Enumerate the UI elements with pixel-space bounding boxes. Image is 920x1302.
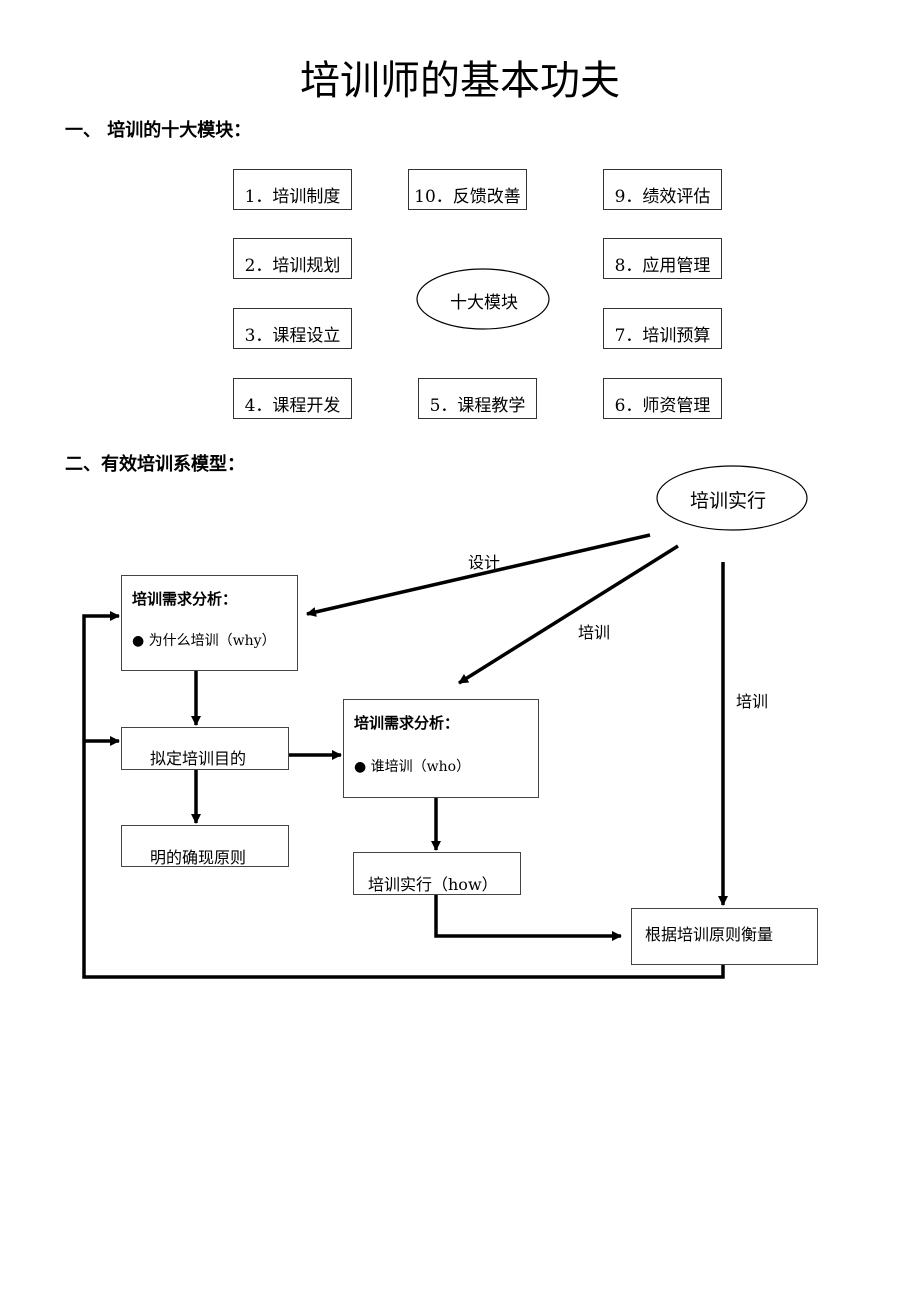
module-4: 4．课程开发 (233, 378, 352, 419)
box-principle: 明的确现原则 (121, 825, 289, 867)
how-to-measure-arrow (434, 894, 622, 941)
box-goal: 拟定培训目的 (121, 727, 289, 770)
box-who: 培训需求分析： ● 谁培训（who） (343, 699, 539, 798)
module-10: 10．反馈改善 (408, 169, 527, 210)
module-3: 3．课程设立 (233, 308, 352, 349)
exec-label: 培训 (578, 623, 611, 642)
box-why-bullet: ● 为什么培训（why） (132, 633, 276, 649)
exec-arrow (458, 544, 679, 685)
feedback-loop (82, 611, 725, 979)
module-5: 5．课程教学 (418, 378, 537, 419)
module-2: 2．培训规划 (233, 238, 352, 279)
module-1: 1．培训制度 (233, 169, 352, 210)
design-arrow (306, 533, 651, 617)
module-8: 8．应用管理 (603, 238, 722, 279)
box-who-bullet: ● 谁培训（who） (354, 759, 471, 775)
module-6: 6．师资管理 (603, 378, 722, 419)
top-node-ellipse (656, 465, 808, 531)
page-title: 培训师的基本功夫 (300, 58, 620, 104)
box-why-text: 为什么培训（why） (148, 633, 276, 649)
center-label: 十大模块 (450, 293, 518, 313)
box-who-text: 谁培训（who） (370, 759, 471, 775)
box-why-title: 培训需求分析： (132, 590, 238, 608)
box-how: 培训实行（how） (353, 852, 521, 895)
section1-heading: 一、 培训的十大模块： (65, 120, 252, 141)
module-7: 7．培训预算 (603, 308, 722, 349)
top-node-label: 培训实行 (690, 490, 767, 512)
center-ellipse (416, 268, 550, 330)
section2-heading: 二、有效培训系模型： (65, 454, 245, 475)
box-measure: 根据培训原则衡量 (631, 908, 818, 965)
design-label: 设计 (468, 553, 501, 572)
eval-label: 培训 (736, 692, 769, 711)
box-why: 培训需求分析： ● 为什么培训（why） (121, 575, 298, 671)
box-who-title: 培训需求分析： (354, 714, 460, 732)
module-9: 9．绩效评估 (603, 169, 722, 210)
